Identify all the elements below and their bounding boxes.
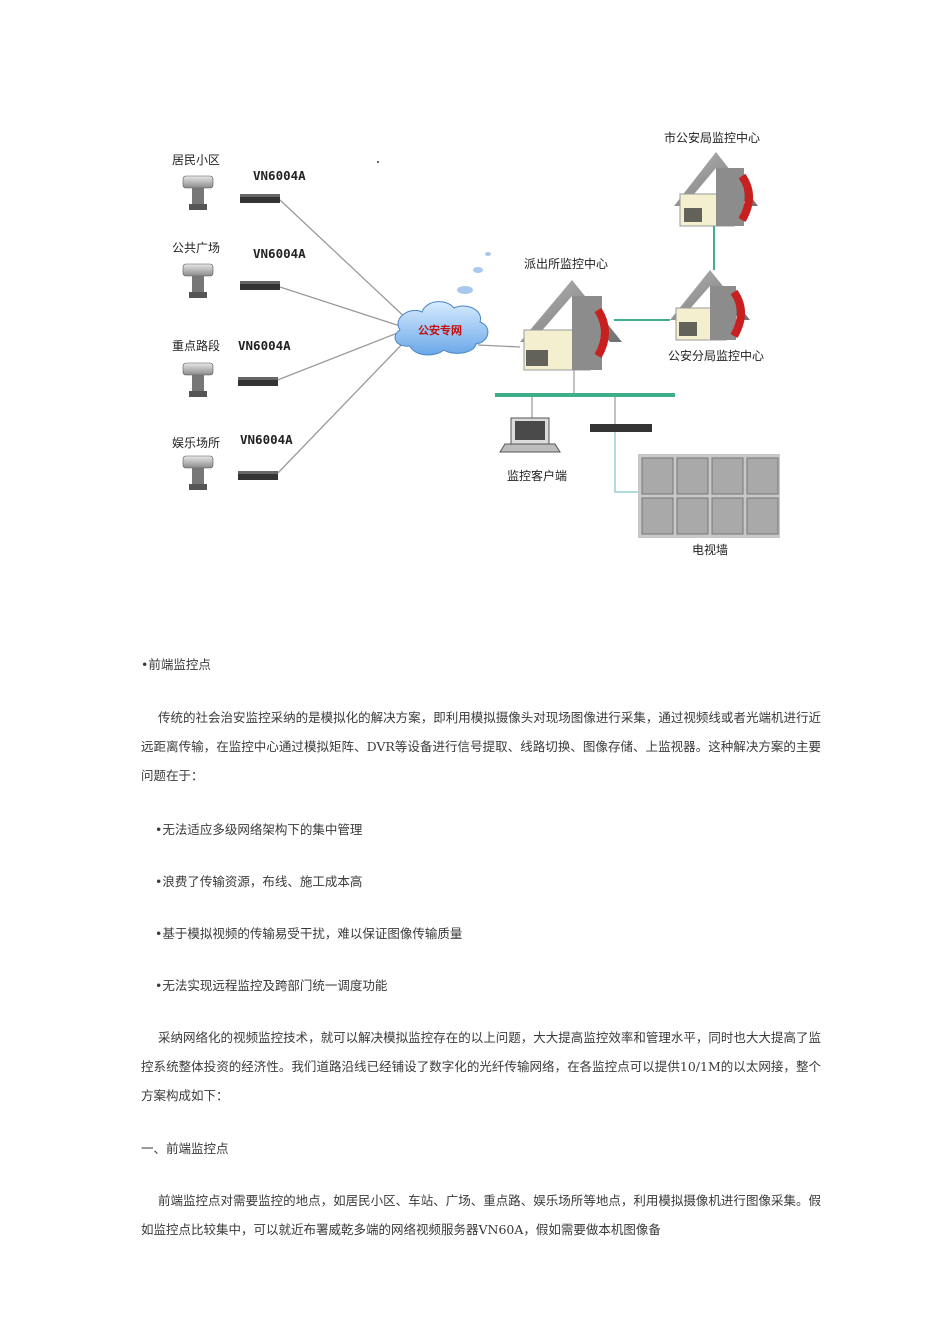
client-label: 监控客户端 [507,468,567,483]
camera-icon [183,176,213,210]
branch-bureau-house: 公安分局监控中心 [668,270,764,363]
heading-front-point: •前端监控点 [141,650,821,679]
lan-bus [495,393,675,397]
video-server-icon [238,471,278,480]
section-heading: 一、前端监控点 [141,1134,821,1163]
device-label: VN6004A [253,246,306,261]
bullet-item: •基于模拟视频的传输易受干扰，难以保证图像传输质量 [155,919,835,948]
site-label: 重点路段 [172,338,220,353]
recorder-icon [590,424,652,432]
site-entertainment: 娱乐场所 VN6004A [172,432,293,490]
city-bureau-house: 市公安局监控中心 [664,130,760,226]
paragraph-front-point: 前端监控点对需要监控的地点，如居民小区、车站、广场、重点路、娱乐场所等地点，利用… [141,1186,821,1244]
branch-bureau-label: 公安分局监控中心 [668,348,764,363]
camera-icon [183,456,213,490]
network-topology-diagram: 居民小区 VN6004A 公共广场 VN6004A 重点路段 VN6004A [0,0,950,600]
camera-icon [183,363,213,397]
cloud-label: 公安专网 [418,323,462,337]
device-label: VN6004A [238,338,291,353]
city-bureau-label: 市公安局监控中心 [664,130,760,145]
green-links [614,226,714,320]
laptop-icon [500,418,560,452]
cloud-bubbles [457,252,491,294]
video-server-icon [238,377,278,386]
video-server-icon [240,281,280,290]
camera-icon [183,264,213,298]
bullet-item: •无法适应多级网络架构下的集中管理 [155,815,835,844]
site-label: 公共广场 [172,241,220,255]
bullet-item: •浪费了传输资源，布线、施工成本高 [155,867,835,896]
bullet-item: •无法实现远程监控及跨部门统一调度功能 [155,971,835,1000]
cloud-icon: 公安专网 [395,302,488,355]
device-label: VN6004A [240,432,293,447]
police-station-label: 派出所监控中心 [524,256,608,271]
video-server-icon [240,194,280,203]
site-key-road: 重点路段 VN6004A [172,338,291,397]
paragraph-intro: 传统的社会治安监控采纳的是模拟化的解决方案，即利用模拟摄像头对现场图像进行采集，… [141,703,821,790]
tv-wall-label: 电视墙 [692,542,728,557]
paragraph-network: 采纳网络化的视频监控技术，就可以解决模拟监控存在的以上问题，大大提高监控效率和管… [141,1023,821,1110]
device-label: VN6004A [253,168,306,183]
site-label: 居民小区 [172,153,220,167]
site-label: 娱乐场所 [172,436,220,450]
police-station-house: 派出所监控中心 [520,256,622,370]
tv-wall [638,454,780,538]
site-residential: 居民小区 VN6004A [172,153,306,210]
